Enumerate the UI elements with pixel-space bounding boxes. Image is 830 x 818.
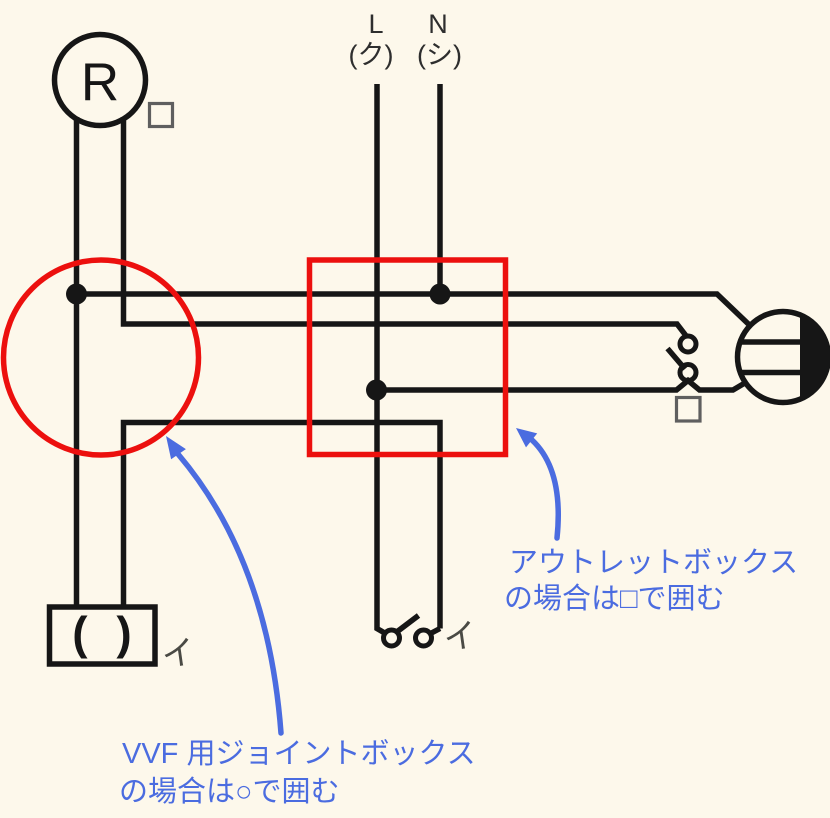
arrow-to-joint-box-head [166,436,186,460]
label-source-n: N [428,9,448,39]
switch-bottom-lever [394,613,421,635]
note-joint-box-line1: VVF 用ジョイントボックス [122,738,476,770]
lamp-return-wire-run [120,117,690,339]
switch-right-top-terminal [677,333,699,355]
junction-dot-neutral-n [429,283,451,305]
junction-dot-neutral-left [66,283,87,305]
label-source-n-kana: (シ) [417,40,462,70]
switch-right-bottom-terminal [677,362,699,383]
label-source-l-kana: (ク) [349,40,394,70]
source-l-drop [374,84,387,636]
switch-right-lever [665,346,688,371]
circuit-label-i-ceiling-rose: イ [159,633,197,674]
junction-dot-hot-l [366,379,387,401]
lamp-receptacle-letter: R [81,53,119,112]
outlet-box-red-square [306,257,509,458]
switch-bottom-right-terminal [413,627,434,649]
outlet-symbol-fill [800,314,829,400]
arrow-to-outlet-box [529,437,562,541]
label-placeholder-square-lamp [147,101,175,129]
ceiling-rose-parens: ( ) [72,607,139,659]
joint-box-red-circle [0,257,202,458]
note-outlet-box-line2: の場合は□で囲む [504,582,725,615]
note-outlet-box-line1: アウトレットボックス [509,547,798,579]
label-source-l: L [368,9,383,39]
arrow-to-joint-box [175,451,284,736]
circuit-label-i-switch: イ [441,616,479,657]
label-placeholder-square-switch [674,395,702,423]
switch-bottom-left-terminal [381,627,402,649]
hot-bus-run [376,376,748,393]
neutral-bus-run [76,291,753,329]
ceiling-rose-return-run [120,419,443,629]
ceiling-rose-box [46,604,158,667]
arrow-to-outlet-box-head [516,428,538,448]
lamp-receptacle-symbol [51,31,149,129]
note-joint-box-line2: の場合は○で囲む [119,775,340,808]
